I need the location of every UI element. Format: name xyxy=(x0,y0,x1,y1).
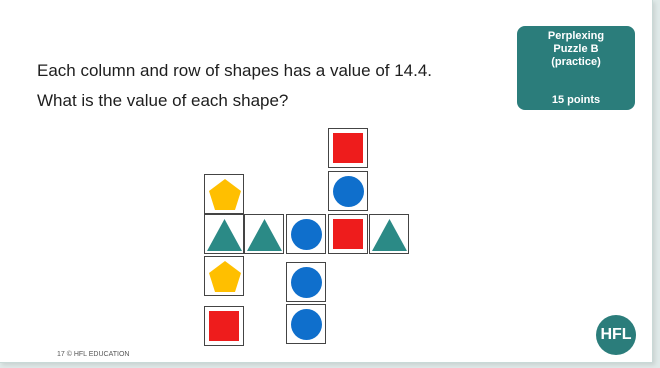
badge-title-line-1: Perplexing xyxy=(547,30,605,42)
grid-cell xyxy=(204,256,244,296)
grid-cell xyxy=(204,174,244,214)
pentagon-shape xyxy=(209,261,241,292)
question-line-2: What is the value of each shape? xyxy=(37,91,289,110)
puzzle-badge: Perplexing Puzzle B (practice) 15 points xyxy=(517,26,635,110)
triangle-shape xyxy=(207,219,242,251)
square-shape xyxy=(333,133,363,163)
grid-cell xyxy=(204,214,244,254)
grid-cell xyxy=(328,214,368,254)
footer-copyright: 17 © HFL EDUCATION xyxy=(57,351,130,358)
circle-shape xyxy=(291,309,322,340)
grid-cell xyxy=(328,128,368,168)
square-shape xyxy=(333,219,363,249)
grid-cell xyxy=(286,214,326,254)
pentagon-shape xyxy=(209,179,241,210)
badge-title-line-3: (practice) xyxy=(551,56,601,68)
circle-shape xyxy=(291,219,322,250)
grid-cell xyxy=(244,214,284,254)
triangle-shape xyxy=(372,219,407,251)
question-text: Each column and row of shapes has a valu… xyxy=(37,56,432,116)
grid-cell xyxy=(286,304,326,344)
square-shape xyxy=(209,311,239,341)
question-line-1: Each column and row of shapes has a valu… xyxy=(37,61,433,80)
grid-cell xyxy=(204,306,244,346)
circle-shape xyxy=(333,176,364,207)
slide: Each column and row of shapes has a valu… xyxy=(0,0,653,363)
grid-cell xyxy=(328,171,368,211)
badge-title-line-2: Puzzle B xyxy=(553,43,599,55)
triangle-shape xyxy=(247,219,282,251)
grid-cell xyxy=(286,262,326,302)
grid-cell xyxy=(369,214,409,254)
circle-shape xyxy=(291,267,322,298)
badge-points: 15 points xyxy=(551,94,601,106)
hfl-logo: HFL xyxy=(596,315,636,355)
